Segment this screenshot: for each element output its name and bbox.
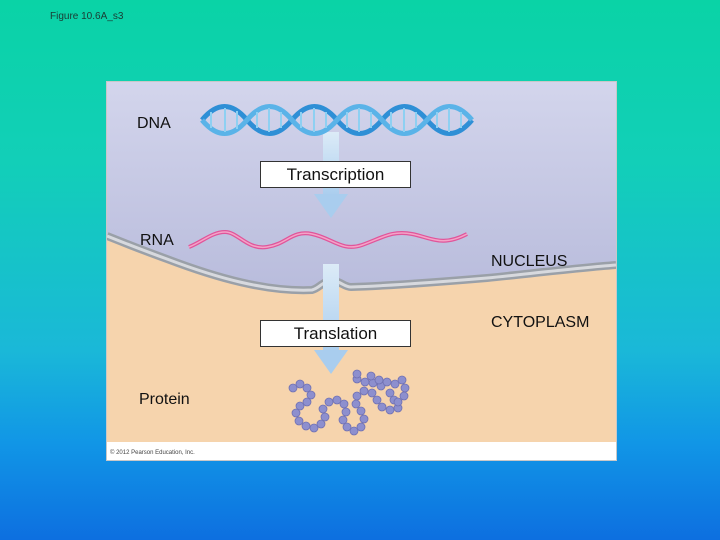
copyright-notice: © 2012 Pearson Education, Inc. [110, 450, 195, 456]
rna-label: RNA [140, 232, 174, 249]
slide-caption: Figure 10.6A_s3 [50, 11, 124, 22]
nucleus-label: NUCLEUS [491, 253, 568, 270]
protein-label: Protein [139, 391, 190, 408]
protein-chain [288, 369, 410, 436]
transcription-label: Transcription [260, 161, 411, 188]
gene-expression-figure: DNA RNA Protein NUCLEUS CYTOPLASM Transc… [106, 81, 617, 461]
translation-label: Translation [260, 320, 411, 347]
dna-double-helix [200, 104, 474, 136]
cytoplasm-label: CYTOPLASM [491, 314, 590, 331]
dna-label: DNA [137, 115, 171, 132]
